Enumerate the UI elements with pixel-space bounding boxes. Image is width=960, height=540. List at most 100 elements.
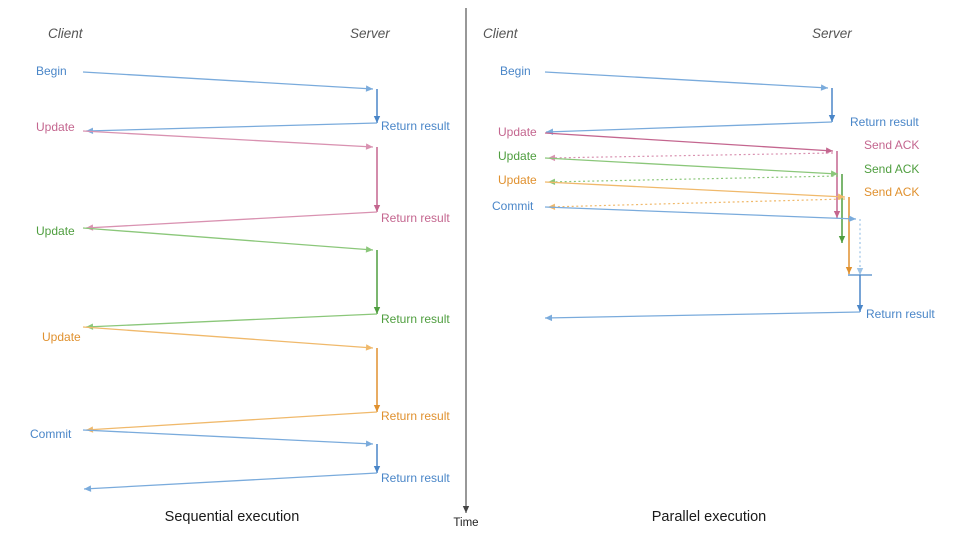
actor-label-server: Server (812, 26, 852, 41)
message-label-send-ack-2: Send ACK (864, 162, 919, 176)
arrowhead-commit-wait (856, 268, 864, 275)
message-sequential-begin-request (82, 71, 374, 92)
arrowhead-update-2-request (365, 246, 373, 253)
arrowhead-commit-request (848, 215, 856, 222)
message-parallel-update-2-request (544, 157, 839, 177)
message-parallel-commit-return (544, 311, 861, 322)
message-parallel-begin-return (545, 121, 833, 135)
message-line-commit-return (83, 472, 378, 490)
message-line-update-3-return (85, 411, 378, 431)
arrowhead-update-3-activation (373, 405, 381, 412)
message-line-update-3-request (544, 181, 846, 198)
message-line-update-2-return (85, 313, 378, 328)
arrowhead-update-1-activation (833, 211, 841, 218)
message-label-begin-return: Return result (850, 115, 919, 129)
message-sequential-update-1-request (82, 130, 374, 150)
message-sequential-update-1-return (85, 211, 378, 231)
arrowhead-update-2-request (830, 170, 838, 177)
message-line-update-2-request (544, 157, 839, 175)
message-label-update-1-request: Update (36, 120, 75, 134)
message-label-commit-request: Commit (30, 427, 72, 441)
message-label-begin-request: Begin (36, 64, 67, 78)
arrowhead-begin-activation (828, 115, 836, 122)
message-parallel-update-3-request (544, 181, 846, 200)
message-label-update-2-request: Update (36, 224, 75, 238)
message-label-commit-return: Return result (381, 471, 450, 485)
message-sequential-commit-request (82, 429, 374, 447)
actor-label-client: Client (48, 26, 84, 41)
message-line-begin-request (82, 71, 374, 90)
message-label-update-3-request: Update (42, 330, 81, 344)
message-parallel-begin-activation (828, 88, 836, 122)
arrowhead-update-1-request (365, 143, 373, 150)
arrowhead-update-2-return (86, 323, 94, 330)
arrowhead-update-3-request (837, 193, 845, 200)
message-sequential-update-3-request (82, 326, 374, 351)
message-line-update-3-request (82, 326, 374, 349)
arrowhead-commit-activation (373, 466, 381, 473)
message-line-update-2-request (82, 227, 374, 251)
message-label-update-2-return: Return result (381, 312, 450, 326)
message-sequential-update-1-activation (373, 147, 381, 212)
message-line-commit-return (544, 311, 861, 319)
message-line-commit-request (82, 429, 374, 445)
message-line-update-1-return (85, 211, 378, 229)
panel-caption-parallel: Parallel execution (652, 509, 766, 525)
message-parallel-begin-request (544, 71, 829, 91)
actor-label-server: Server (350, 26, 390, 41)
time-axis-label: Time (453, 517, 478, 529)
message-label-update-1-return: Return result (381, 211, 450, 225)
message-label-update-3-request: Update (498, 173, 537, 187)
arrowhead-begin-request (365, 85, 373, 92)
arrowhead-begin-request (820, 84, 828, 91)
message-parallel-commit-activation (856, 275, 864, 312)
message-label-begin-request: Begin (500, 64, 531, 78)
message-parallel-update-1-request (544, 132, 834, 154)
message-sequential-update-2-request (82, 227, 374, 253)
message-label-update-3-return: Return result (381, 409, 450, 423)
time-axis: Time (453, 8, 479, 529)
arrowhead-commit-return (84, 485, 92, 492)
message-label-send-ack-1: Send ACK (864, 138, 919, 152)
message-parallel-update-2-activation (838, 174, 846, 243)
message-line-update-1-request (82, 130, 374, 148)
message-label-commit-request: Commit (492, 199, 534, 213)
message-sequential-update-3-return (85, 411, 378, 433)
time-axis-arrowhead (462, 506, 470, 513)
message-line-update-1-request (544, 132, 834, 152)
message-sequential-commit-activation (373, 444, 381, 473)
message-sequential-begin-activation (373, 89, 381, 123)
message-line-begin-return (85, 122, 378, 132)
message-line-send-ack-2 (547, 175, 839, 183)
message-parallel-update-3-activation (845, 197, 853, 274)
arrowhead-update-2-activation (373, 307, 381, 314)
message-label-commit-return: Return result (866, 307, 935, 321)
message-label-begin-return: Return result (381, 119, 450, 133)
message-parallel-commit-request (544, 206, 857, 222)
message-parallel-commit-wait (856, 219, 864, 275)
message-line-commit-request (544, 206, 857, 220)
message-line-send-ack-3 (547, 198, 846, 208)
arrowhead-update-3-activation (845, 267, 853, 274)
arrowhead-update-3-request (365, 344, 373, 351)
message-label-update-1-request: Update (498, 125, 537, 139)
arrowhead-update-3-return (86, 426, 94, 433)
arrowhead-commit-activation (856, 305, 864, 312)
message-sequential-commit-return (83, 472, 378, 492)
arrowhead-begin-activation (373, 116, 381, 123)
message-line-begin-return (545, 121, 833, 133)
arrowhead-update-1-request (825, 147, 833, 154)
message-line-begin-request (544, 71, 829, 89)
arrowhead-update-1-activation (373, 205, 381, 212)
panel-caption-sequential: Sequential execution (165, 509, 300, 525)
message-sequential-update-2-activation (373, 250, 381, 314)
arrowhead-commit-request (365, 440, 373, 447)
message-sequential-begin-return (85, 122, 378, 135)
message-label-update-2-request: Update (498, 149, 537, 163)
arrowhead-commit-return (545, 314, 553, 322)
message-parallel-update-1-activation (833, 151, 841, 218)
